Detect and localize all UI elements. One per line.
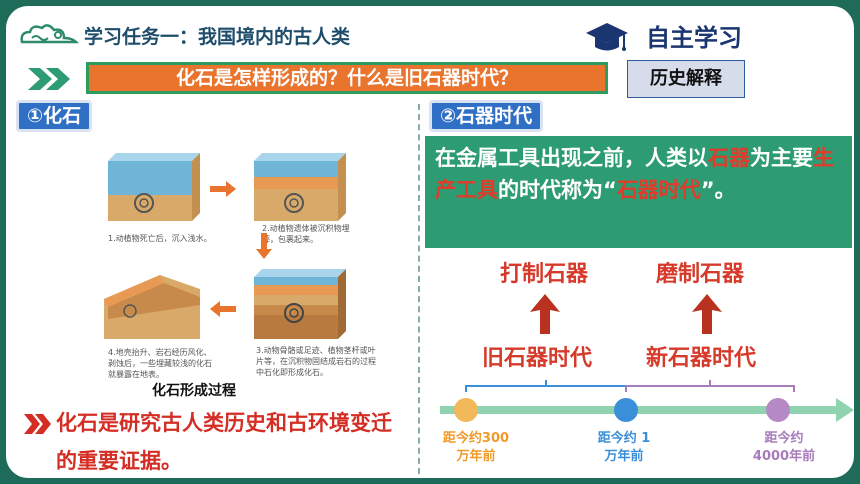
fossil-panel-4-caption: 4.地壳抬升、岩石经历风化、剥蚀后，一些埋藏较浅的化石就暴露在地表。 (108, 348, 212, 379)
polished-stone-tools-label: 磨制石器 (656, 262, 745, 287)
timeline (440, 380, 854, 422)
slide: 学习任务一：我国境内的古人类 自主学习 化石是怎样形成的？什么是旧石器时代？ 历… (6, 6, 854, 478)
stone-age-section-tag: ②石器时代 (429, 100, 544, 132)
double-chevron-red-icon (24, 414, 51, 434)
definition-highlight-production-tools: 生产工具 (435, 146, 834, 202)
timeline-label-1w: 距今约 1 万年前 (574, 430, 674, 466)
graduation-cap-icon (586, 23, 628, 51)
double-chevron-icon (28, 68, 70, 90)
chipped-stone-tools-label: 打制石器 (500, 262, 589, 287)
fossil-panel-3 (254, 269, 346, 339)
stone-age-definition: 在金属工具出现之前，人类以石器为主要生产工具的时代称为“石器时代”。 (425, 136, 852, 248)
definition-highlight-stone-tools: 石器 (708, 146, 750, 170)
timeline-point-4000 (766, 398, 790, 422)
question-banner: 化石是怎样形成的？什么是旧石器时代？ (86, 62, 608, 94)
fossil-panel-4 (104, 275, 200, 339)
timeline-label-1w-line2: 万年前 (604, 449, 644, 464)
timeline-label-4000: 距今约 4000年前 (734, 430, 834, 466)
arrow-right-icon (210, 181, 236, 197)
timeline-label-300w-line1: 距今约300 (442, 431, 510, 446)
page-title: 学习任务一：我国境内的古人类 (84, 26, 351, 48)
self-study-label: 自主学习 (646, 24, 742, 52)
timeline-label-300w-line2: 万年前 (456, 449, 496, 464)
timeline-label-4000-line2: 4000年前 (752, 449, 816, 464)
column-divider (418, 104, 420, 474)
fossil-section-tag: ①化石 (16, 100, 93, 132)
timeline-point-300w (454, 398, 478, 422)
fossil-panel-2 (254, 153, 346, 221)
arrow-down-icon (256, 233, 272, 259)
timeline-label-1w-line1: 距今约 1 (597, 431, 651, 446)
timeline-point-1w (614, 398, 638, 422)
fossil-panel-1 (108, 153, 200, 221)
fossil-panel-2-caption: 2.动植物遗体被沉积物埋葬，包裹起来。 (262, 224, 350, 244)
timeline-label-300w: 距今约300 万年前 (426, 430, 526, 466)
definition-text-3: 的时代称为“ (498, 178, 617, 202)
up-arrow-icon (530, 294, 560, 334)
definition-text-4: ”。 (700, 178, 736, 202)
up-arrow-icon (692, 294, 722, 334)
paleolithic-era-label: 旧石器时代 (482, 346, 593, 371)
definition-highlight-stone-age: 石器时代 (616, 178, 701, 202)
arrow-left-icon (210, 301, 236, 317)
timeline-label-4000-line1: 距今约 (764, 431, 804, 446)
fossil-panel-1-caption: 1.动植物死亡后，沉入浅水。 (108, 234, 212, 243)
neolithic-era-label: 新石器时代 (646, 346, 757, 371)
fossil-panel-3-caption: 3.动物骨骼或足迹、植物茎杆或叶片等，在沉积物固结成岩石的过程中石化即形成化石。 (256, 346, 376, 377)
fossil-conclusion: 化石是研究古人类历史和古环境变迁的重要证据。 (56, 411, 392, 473)
cloud-ornament-icon (20, 24, 80, 44)
definition-text-2: 为主要 (750, 146, 813, 170)
fossil-formation-figure: 1.动植物死亡后，沉入浅水。 2.动植物遗体被沉积物埋葬，包裹起来。 4.地壳抬… (96, 141, 396, 381)
history-explanation-tag[interactable]: 历史解释 (627, 60, 745, 98)
figure-caption: 化石形成过程 (152, 383, 236, 399)
definition-text-1: 在金属工具出现之前，人类以 (435, 146, 708, 170)
